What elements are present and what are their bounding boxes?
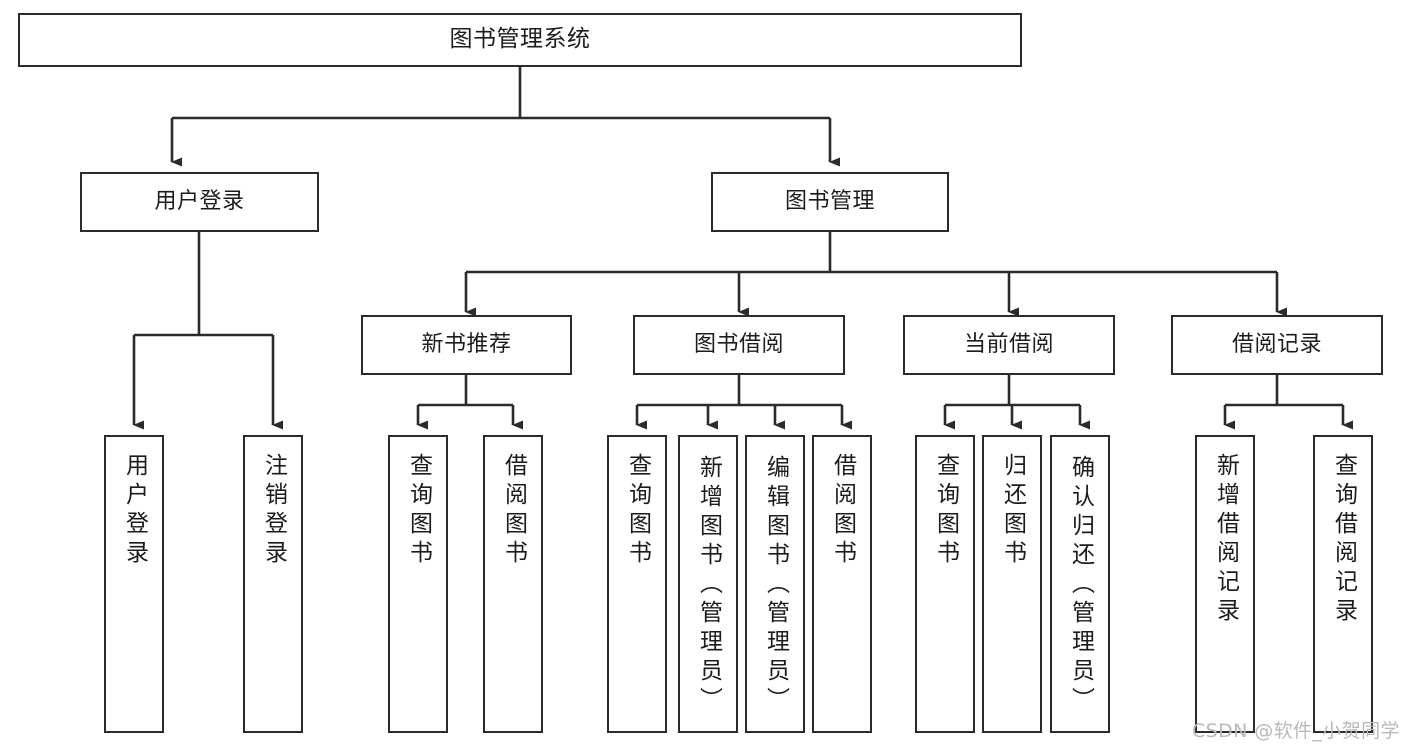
node-label: 新增图书（管理员） xyxy=(695,455,722,716)
leaf-user-login[interactable]: 用户登录 xyxy=(104,435,164,733)
node-book-management[interactable]: 图书管理 xyxy=(711,172,949,232)
node-label: 新增借阅记录 xyxy=(1212,453,1239,627)
node-borrow-record[interactable]: 借阅记录 xyxy=(1171,315,1383,375)
node-label: 查询借阅记录 xyxy=(1330,453,1357,627)
node-label: 编辑图书（管理员） xyxy=(762,455,789,716)
node-label: 用户登录 xyxy=(154,189,245,215)
leaf-logout[interactable]: 注销登录 xyxy=(243,435,303,733)
leaf-query-borrow-record[interactable]: 查询借阅记录 xyxy=(1313,435,1373,733)
node-label: 确认归还（管理员） xyxy=(1067,455,1094,716)
node-label: 归还图书 xyxy=(999,453,1026,569)
node-new-book-recommend[interactable]: 新书推荐 xyxy=(361,315,572,375)
leaf-query-book-current[interactable]: 查询图书 xyxy=(915,435,975,733)
node-label: 查询图书 xyxy=(405,453,432,569)
csdn-watermark: CSDN @软件_小贺同学 xyxy=(1192,720,1400,742)
leaf-query-book-borrow[interactable]: 查询图书 xyxy=(607,435,667,733)
node-label: 注销登录 xyxy=(260,453,287,569)
node-label: 借阅记录 xyxy=(1231,332,1322,358)
node-label: 借阅图书 xyxy=(500,453,527,569)
node-user-login[interactable]: 用户登录 xyxy=(80,172,319,232)
node-label: 图书管理系统 xyxy=(449,26,591,53)
leaf-borrow-book[interactable]: 借阅图书 xyxy=(812,435,872,733)
node-label: 查询图书 xyxy=(932,453,959,569)
leaf-edit-book-admin[interactable]: 编辑图书（管理员） xyxy=(745,435,805,733)
leaf-borrow-book-recommend[interactable]: 借阅图书 xyxy=(483,435,543,733)
leaf-add-book-admin[interactable]: 新增图书（管理员） xyxy=(678,435,738,733)
node-label: 用户登录 xyxy=(121,453,148,569)
node-label: 图书管理 xyxy=(784,189,875,215)
leaf-add-borrow-record[interactable]: 新增借阅记录 xyxy=(1195,435,1255,733)
node-label: 新书推荐 xyxy=(421,332,512,358)
leaf-query-book-recommend[interactable]: 查询图书 xyxy=(388,435,448,733)
leaf-return-book[interactable]: 归还图书 xyxy=(982,435,1042,733)
node-label: 当前借阅 xyxy=(963,332,1054,358)
node-root-system[interactable]: 图书管理系统 xyxy=(18,13,1022,67)
node-label: 查询图书 xyxy=(624,453,651,569)
node-label: 借阅图书 xyxy=(829,453,856,569)
node-book-borrow[interactable]: 图书借阅 xyxy=(633,315,845,375)
node-label: 图书借阅 xyxy=(693,332,784,358)
node-current-borrow[interactable]: 当前借阅 xyxy=(903,315,1115,375)
leaf-confirm-return-admin[interactable]: 确认归还（管理员） xyxy=(1050,435,1110,733)
